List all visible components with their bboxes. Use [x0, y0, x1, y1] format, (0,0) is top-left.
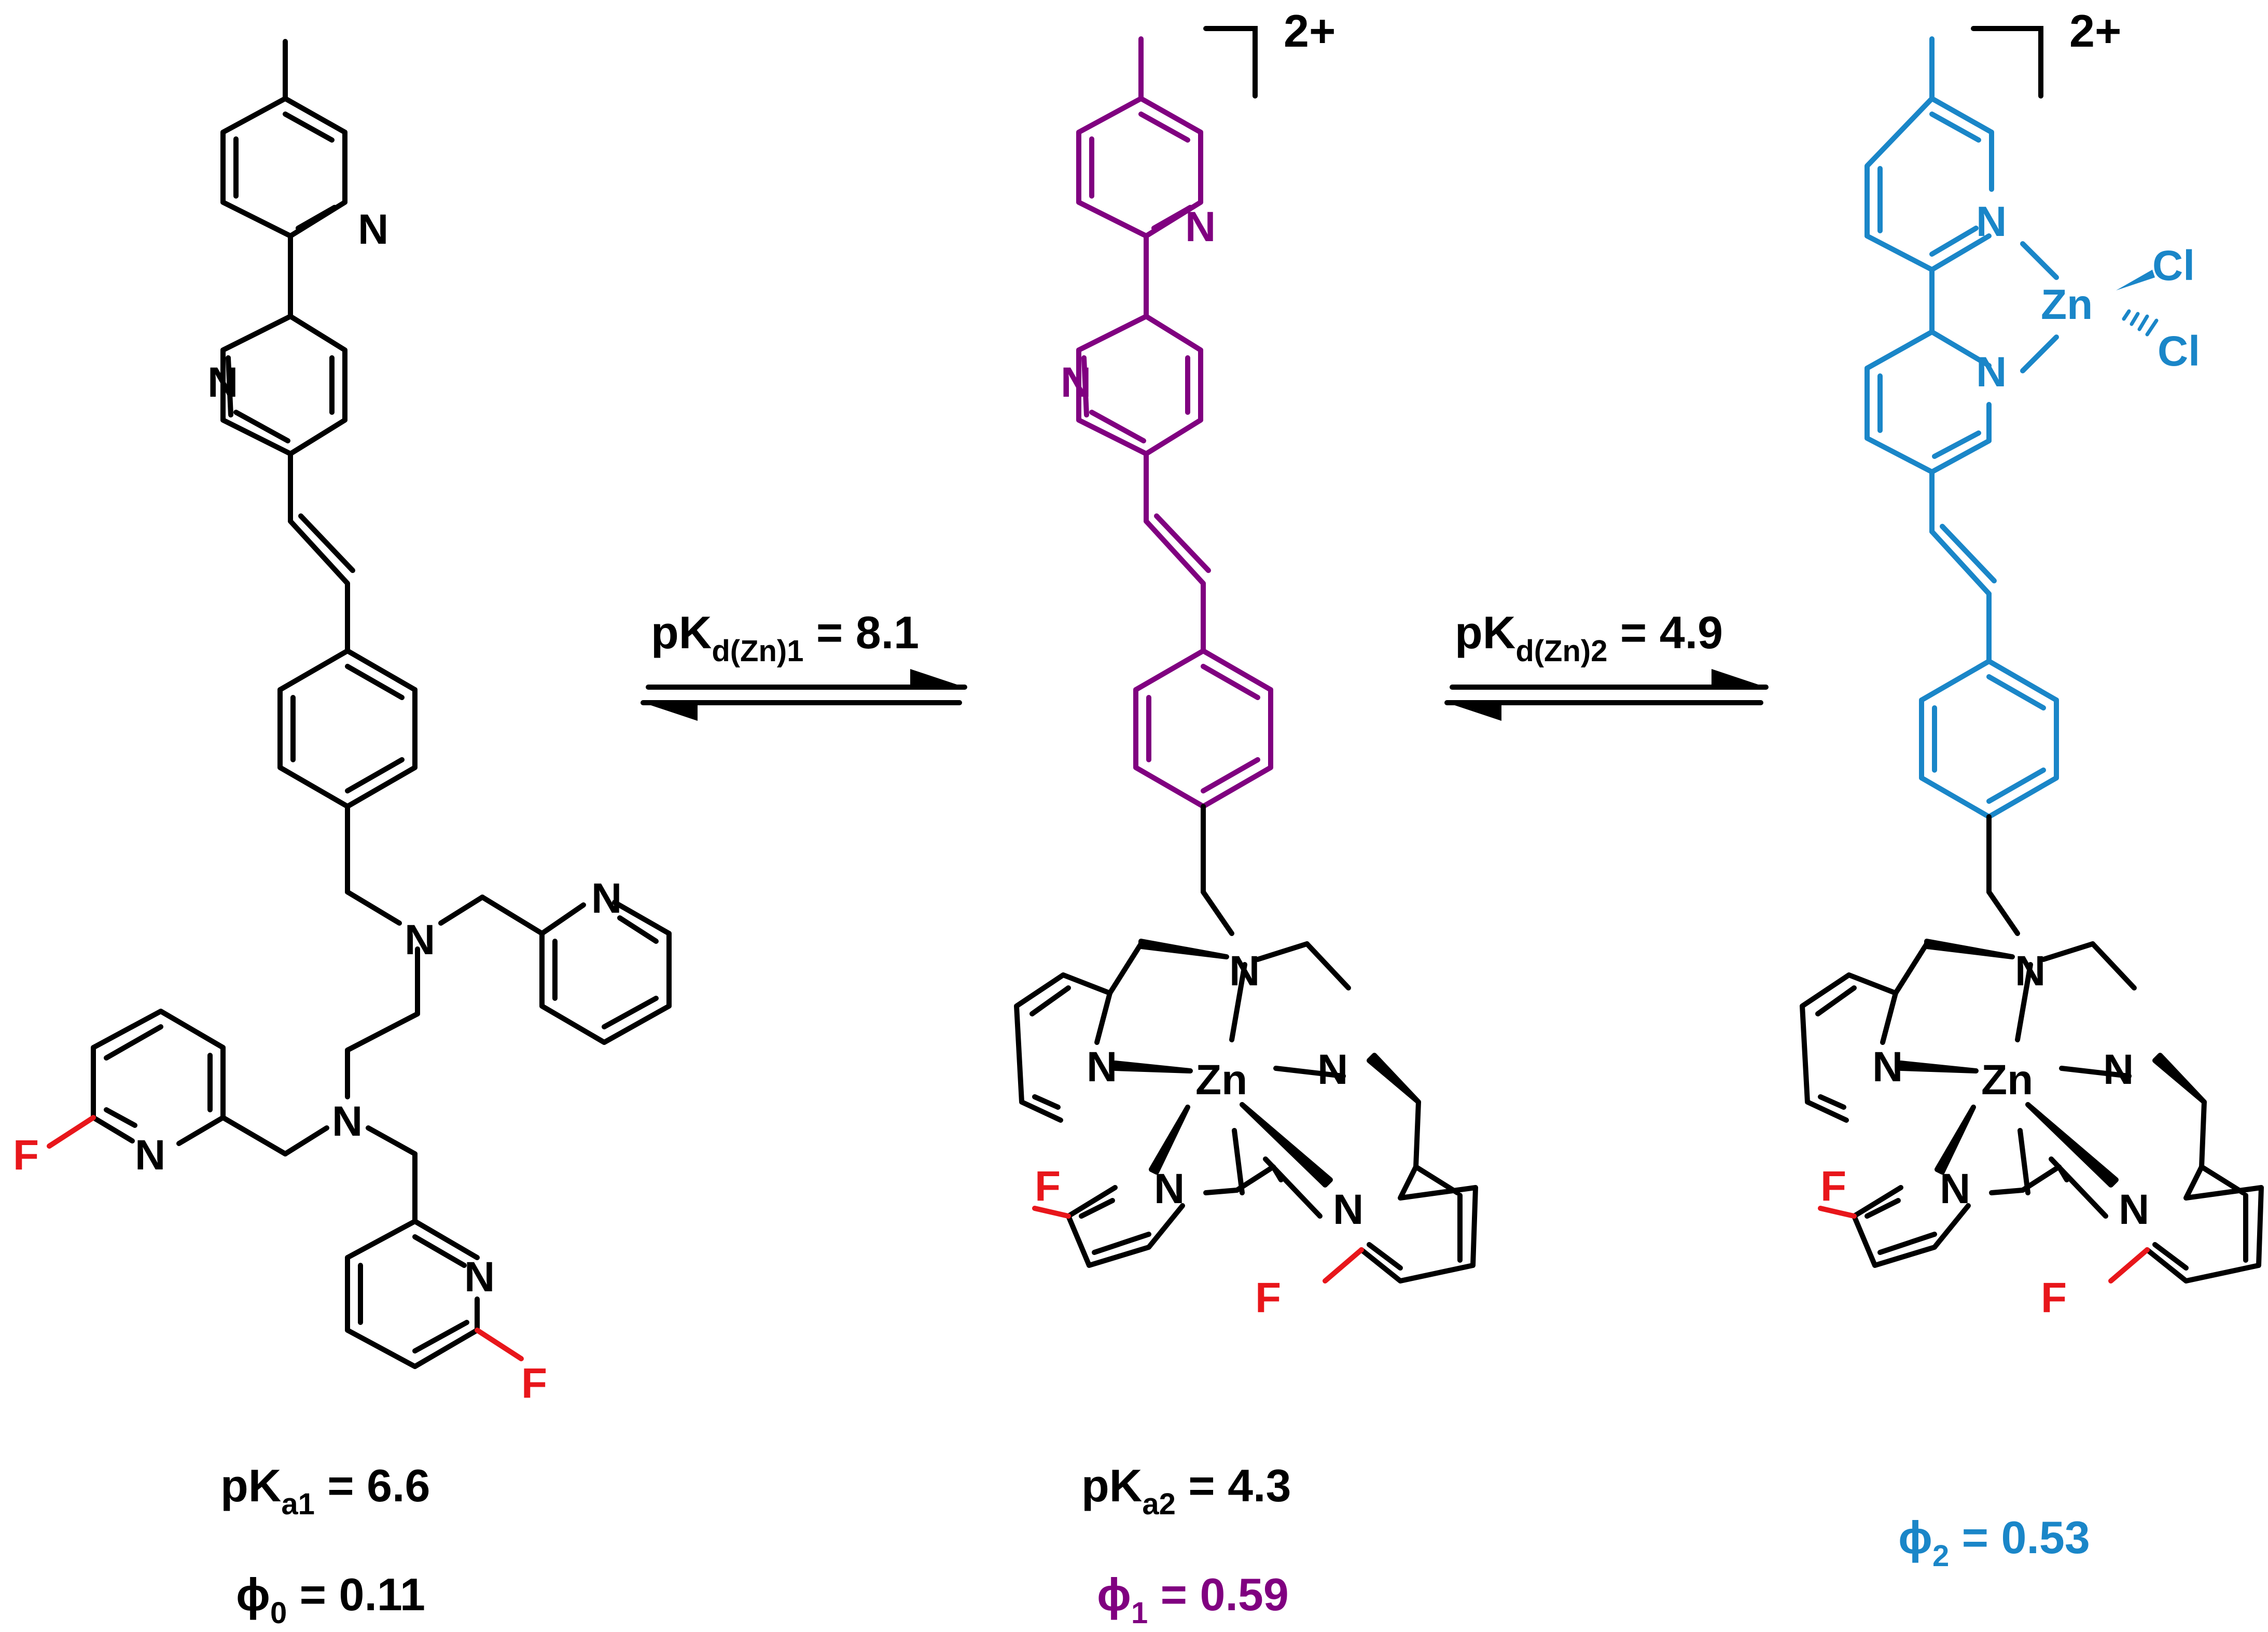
pkd-zn2-subscript: d(Zn)2	[1515, 634, 1607, 668]
phi0-symbol: ϕ	[236, 1569, 270, 1620]
atom-n: N	[464, 1253, 495, 1301]
phi1-value: = 0.59	[1148, 1569, 1289, 1620]
phi0-value: = 0.11	[287, 1569, 425, 1620]
pka1-subscript: a1	[281, 1487, 315, 1521]
phi2-subscript: 2	[1932, 1539, 1949, 1573]
phi0-subscript: 0	[270, 1596, 287, 1630]
atom-zn: Zn	[1981, 1056, 2033, 1104]
atom-n: N	[1087, 1043, 1117, 1091]
phi0-label: ϕ0 = 0.11	[236, 1569, 425, 1630]
pkd-zn1-value: = 8.1	[803, 607, 919, 658]
atom-n: N	[591, 875, 622, 922]
atom-zn: Zn	[1195, 1056, 1247, 1104]
atom-n: N	[1061, 359, 1091, 406]
atom-n: N	[332, 1098, 363, 1145]
atom-n: N	[358, 206, 388, 253]
pka1-value: = 6.6	[315, 1460, 430, 1511]
atom-n: N	[2103, 1046, 2134, 1093]
pkd-zn2-label: pKd(Zn)2 = 4.9	[1455, 607, 1723, 668]
atom-f: F	[1035, 1163, 1061, 1210]
atom-f: F	[1820, 1163, 1846, 1210]
zinc-complex-2-backbone	[1865, 36, 2059, 819]
atom-f: F	[2041, 1274, 2067, 1321]
atom-n: N	[1333, 1186, 1363, 1233]
atom-n: N	[1872, 1043, 1903, 1091]
atom-f: F	[521, 1360, 547, 1407]
equilibrium-arrow-1	[641, 669, 967, 721]
atom-n: N	[1154, 1165, 1185, 1212]
zinc-complex-1-chelate	[1014, 804, 1478, 1284]
complex-2-charge: 2+	[2069, 5, 2121, 57]
zinc-complex-2-chelate	[1800, 814, 2264, 1284]
phi1-subscript: 1	[1131, 1596, 1148, 1630]
atom-cl: Cl	[2152, 242, 2195, 289]
ligand-atom-labels: N N N N N N N	[135, 206, 622, 1301]
atom-n: N	[2015, 947, 2046, 995]
atom-n: N	[207, 359, 238, 406]
complex-2-fluorine-bonds	[1818, 1206, 2150, 1284]
equilibrium-arrow-2	[1444, 669, 1769, 721]
atom-n: N	[2119, 1186, 2149, 1233]
pkd-zn2-value: = 4.9	[1607, 607, 1723, 658]
complex-2-charge-bracket	[1971, 26, 2043, 99]
phi2-label: ϕ2 = 0.53	[1898, 1512, 2090, 1573]
atom-cl: Cl	[2158, 328, 2200, 375]
atom-f: F	[1255, 1274, 1281, 1321]
ligand-fluorine-labels: F F	[13, 1132, 547, 1407]
pkd-zn2-symbol: pK	[1455, 607, 1515, 658]
pkd-zn1-label: pKd(Zn)1 = 8.1	[651, 607, 919, 668]
atom-n: N	[1976, 348, 2007, 396]
atom-n: N	[1229, 947, 1260, 995]
atom-f: F	[13, 1132, 39, 1179]
free-ligand-structure	[91, 39, 672, 1369]
atom-n: N	[405, 916, 435, 964]
complex-1-charge: 2+	[1284, 5, 1335, 57]
complex-1-charge-bracket	[1203, 26, 1258, 99]
phi1-symbol: ϕ	[1097, 1569, 1131, 1620]
pka2-value: = 4.3	[1176, 1460, 1291, 1511]
pkd-zn1-symbol: pK	[651, 607, 712, 658]
zinc-complex-1-backbone	[1076, 36, 1273, 809]
pka1-symbol: pK	[220, 1460, 281, 1511]
phi1-label: ϕ1 = 0.59	[1097, 1569, 1289, 1630]
atom-n: N	[1976, 198, 2007, 245]
phi2-value: = 0.53	[1949, 1512, 2090, 1563]
atom-n: N	[135, 1132, 165, 1179]
complex-2-atom-labels: N N Zn Cl Cl N N Zn N N N F F	[1820, 198, 2200, 1321]
atom-n: N	[1317, 1046, 1348, 1093]
complex-1-atom-labels: N N N N Zn N N N F F	[1035, 203, 1363, 1321]
atom-zn: Zn	[2041, 281, 2093, 328]
pka2-subscript: a2	[1142, 1487, 1176, 1521]
zinc-chloride-bonds	[2020, 241, 2159, 373]
phi2-symbol: ϕ	[1898, 1512, 1932, 1563]
pka2-label: pKa2 = 4.3	[1081, 1460, 1291, 1521]
complex-1-fluorine-bonds	[1032, 1206, 1364, 1284]
atom-n: N	[1940, 1165, 1970, 1212]
pkd-zn1-subscript: d(Zn)1	[712, 634, 803, 668]
pka2-symbol: pK	[1081, 1460, 1142, 1511]
ligand-fluorine-bonds	[47, 1115, 524, 1361]
pka1-label: pKa1 = 6.6	[220, 1460, 430, 1521]
atom-n: N	[1185, 203, 1216, 250]
